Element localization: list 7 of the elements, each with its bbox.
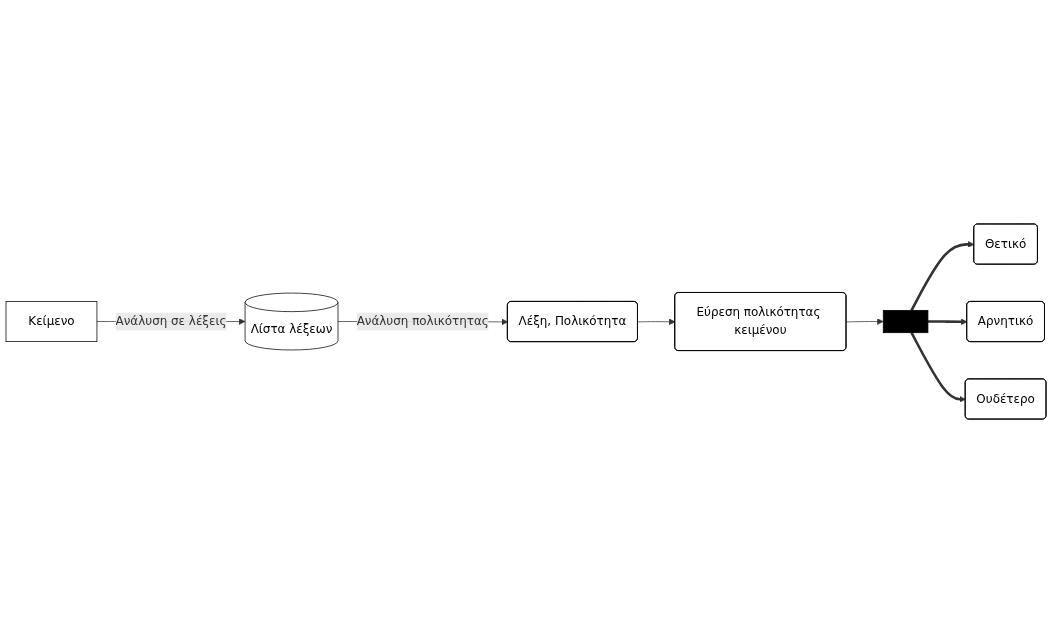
edge-label: Ανάλυση πολικότητας bbox=[356, 314, 489, 329]
arrow bbox=[927, 319, 968, 326]
edge-label: Ανάλυση σε λέξεις bbox=[115, 314, 227, 329]
node-box: Κείμενο bbox=[5, 301, 98, 343]
arrow bbox=[910, 241, 975, 312]
arrow bbox=[910, 332, 966, 403]
node-bar bbox=[882, 310, 929, 334]
